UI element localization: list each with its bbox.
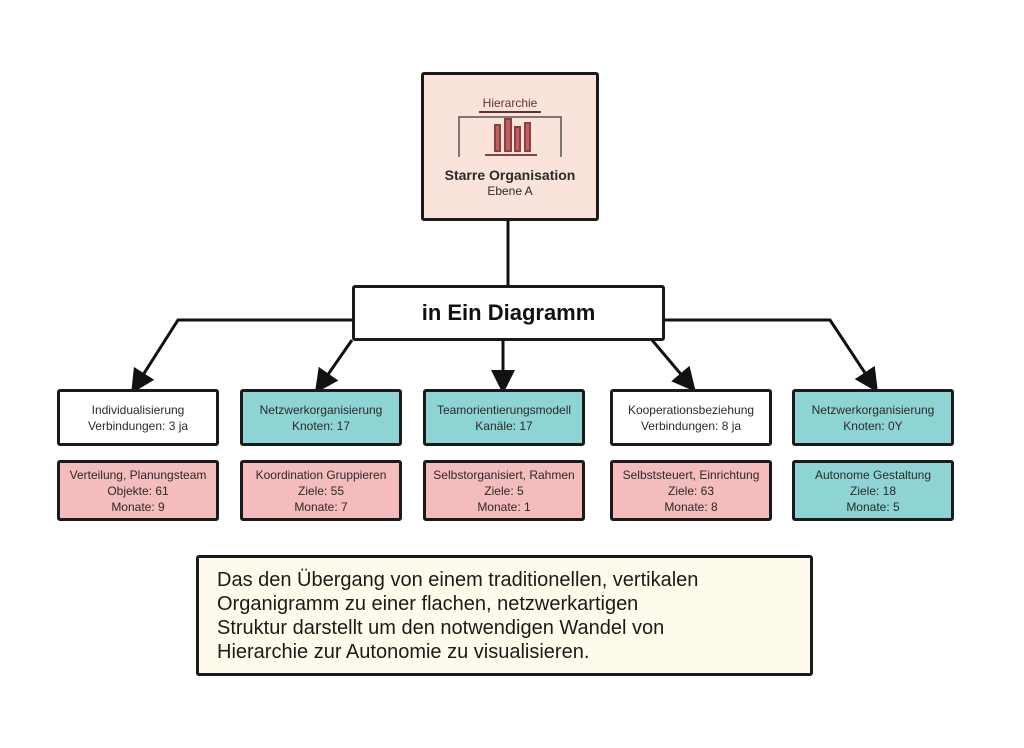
team-line: Monate: 5: [846, 499, 900, 514]
team-line: Ziele: 55: [297, 483, 345, 498]
unit-detail: Knoten: 17: [291, 418, 351, 433]
unit-detail: Verbindungen: 8 ja: [640, 418, 742, 433]
team-line: Ziele: 63: [667, 483, 715, 498]
unit-title: Individualisierung: [91, 402, 185, 417]
top-node-header: Hierarchie: [478, 95, 542, 113]
unit-node: Netzwerkorganisierung Knoten: 0Y: [792, 389, 954, 446]
team-line: Monate: 7: [294, 499, 348, 514]
team-node: Verteilung, Planungsteam Objekte: 61 Mon…: [57, 460, 219, 521]
team-node: Selbststeuert, Einrichtung Ziele: 63 Mon…: [610, 460, 772, 521]
unit-node: Netzwerkorganisierung Knoten: 17: [240, 389, 402, 446]
arrow-branch-1: [131, 318, 352, 394]
arrow-branch-2: [314, 339, 354, 394]
unit-node: Kooperationsbeziehung Verbindungen: 8 ja: [610, 389, 772, 446]
description-box: Das den Übergang von einem traditionelle…: [196, 555, 813, 676]
description-line: Das den Übergang von einem traditionelle…: [217, 568, 699, 591]
unit-node: Teamorientierungsmodell Kanäle: 17: [423, 389, 585, 446]
team-line: Monate: 9: [111, 499, 165, 514]
unit-title: Teamorientierungsmodell: [436, 402, 572, 417]
top-node: Hierarchie Starre Organisation Ebene A: [421, 72, 599, 221]
arrow-branch-4: [650, 339, 696, 392]
team-title: Autonome Gestaltung: [814, 467, 932, 482]
team-line: Monate: 1: [477, 499, 531, 514]
team-title: Selbststeuert, Einrichtung: [622, 467, 760, 482]
description-line: Organigramm zu einer flachen, netzwerkar…: [217, 592, 639, 615]
top-node-subtitle: Ebene A: [487, 183, 533, 198]
description-line: Hierarchie zur Autonomie zu visualisiere…: [217, 640, 590, 663]
team-node: Autonome Gestaltung Ziele: 18 Monate: 5: [792, 460, 954, 521]
center-node: in Ein Diagramm: [352, 285, 665, 341]
team-line: Ziele: 5: [484, 483, 524, 498]
team-node: Selbstorganisiert, Rahmen Ziele: 5 Monat…: [423, 460, 585, 521]
unit-title: Kooperationsbeziehung: [627, 402, 755, 417]
team-title: Koordination Gruppieren: [255, 467, 387, 482]
team-title: Verteilung, Planungsteam: [69, 467, 207, 482]
unit-title: Netzwerkorganisierung: [259, 402, 383, 417]
team-title: Selbstorganisiert, Rahmen: [433, 467, 575, 482]
organization-icon: [458, 115, 562, 157]
team-node: Koordination Gruppieren Ziele: 55 Monate…: [240, 460, 402, 521]
team-line: Ziele: 18: [849, 483, 897, 498]
description-line: Struktur darstellt um den notwendigen Wa…: [217, 616, 665, 639]
top-node-title: Starre Organisation: [444, 166, 576, 183]
unit-node: Individualisierung Verbindungen: 3 ja: [57, 389, 219, 446]
unit-detail: Kanäle: 17: [475, 418, 533, 433]
unit-title: Netzwerkorganisierung: [811, 402, 935, 417]
arrow-branch-5: [664, 318, 878, 393]
unit-detail: Verbindungen: 3 ja: [87, 418, 189, 433]
center-node-label: in Ein Diagramm: [421, 300, 596, 325]
team-line: Objekte: 61: [107, 483, 169, 498]
unit-detail: Knoten: 0Y: [843, 418, 903, 433]
team-line: Monate: 8: [664, 499, 718, 514]
